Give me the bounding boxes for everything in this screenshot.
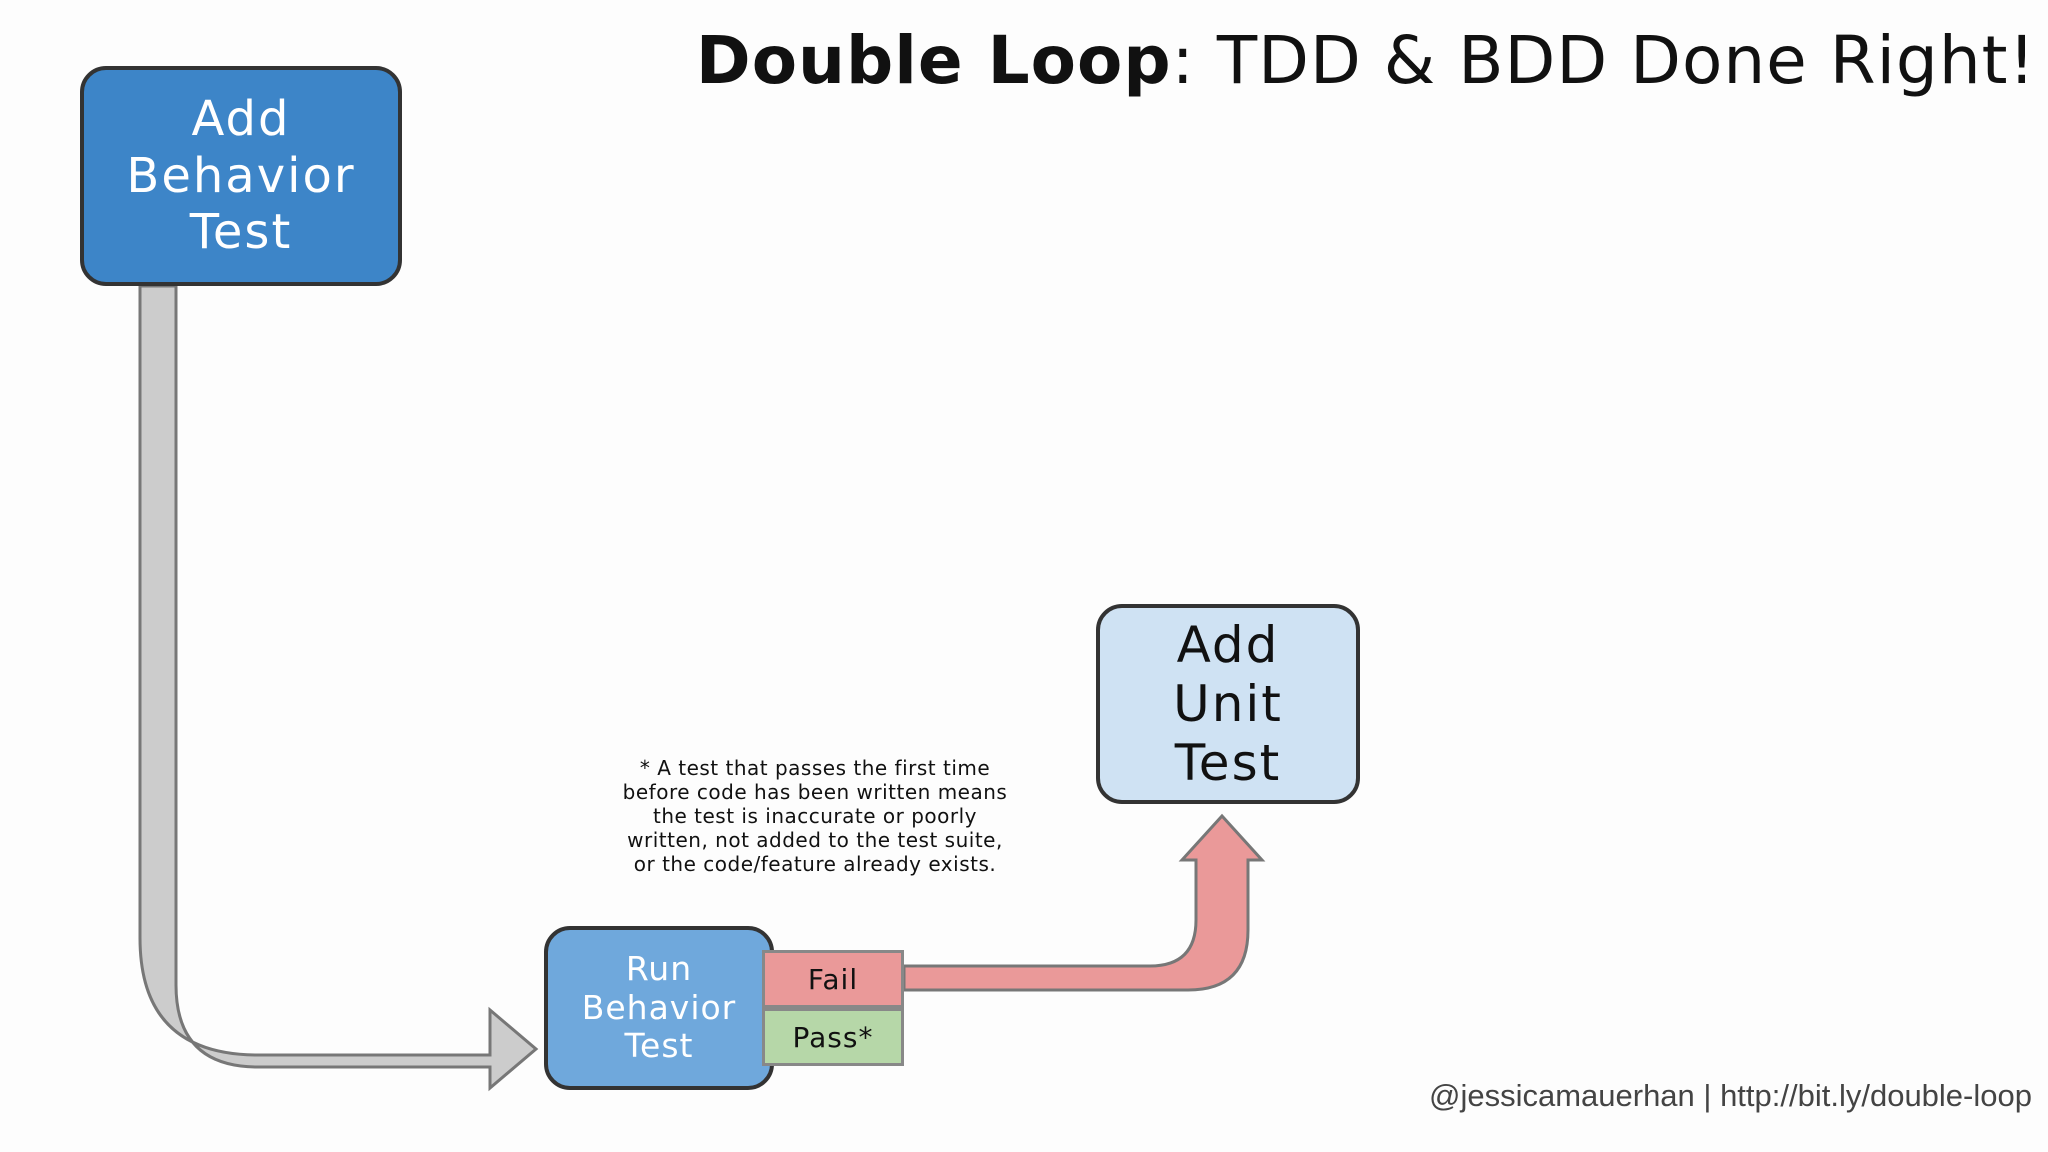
pass-result: Pass* xyxy=(762,1008,904,1066)
node-line: Test xyxy=(189,204,293,261)
grey-arrow-body xyxy=(138,284,539,1092)
red-arrow-body xyxy=(902,813,1266,992)
add-unit-test-node: Add Unit Test xyxy=(1096,604,1360,804)
fail-result: Fail xyxy=(762,950,904,1008)
footnote-callout: * A test that passes the first time befo… xyxy=(576,734,1054,898)
node-line: Test xyxy=(1174,733,1282,792)
note-line: * A test that passes the first time xyxy=(639,756,991,780)
node-line: Unit xyxy=(1173,674,1283,733)
page-title: Double Loop: TDD & BDD Done Right! xyxy=(696,22,2036,99)
title-bold: Double Loop xyxy=(695,22,1172,99)
run-behavior-test-node: Run Behavior Test xyxy=(544,926,774,1090)
title-rest: : TDD & BDD Done Right! xyxy=(1171,22,2036,99)
node-line: Behavior xyxy=(126,147,356,204)
node-line: Run xyxy=(625,948,693,988)
node-line: Add xyxy=(1176,615,1280,674)
note-line: written, not added to the test suite, xyxy=(627,828,1003,852)
add-behavior-test-node: Add Behavior Test xyxy=(80,66,402,286)
node-line: Behavior xyxy=(581,987,737,1027)
node-line: Add xyxy=(191,91,291,148)
note-line: the test is inaccurate or poorly xyxy=(652,804,978,828)
grey-arrow-shaft xyxy=(140,286,536,1090)
note-line: before code has been written means xyxy=(622,780,1008,804)
node-line: Test xyxy=(624,1026,694,1066)
footer-credit: @jessicamauerhan | http://bit.ly/double-… xyxy=(1428,1078,2032,1113)
note-line: or the code/feature already exists. xyxy=(633,852,997,876)
